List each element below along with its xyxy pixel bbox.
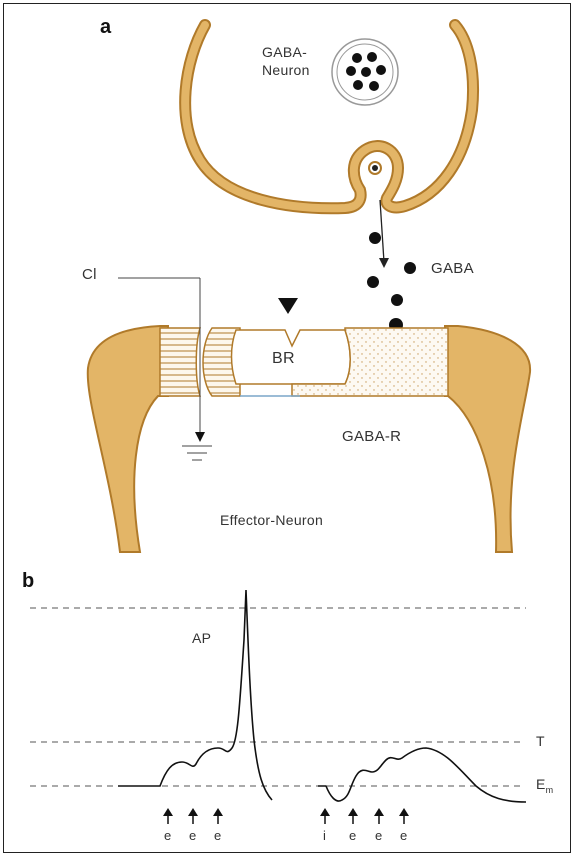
stimulus-arrows-right bbox=[320, 808, 409, 824]
stimulus-label: i bbox=[323, 828, 326, 843]
stimulus-label: e bbox=[400, 828, 408, 843]
synaptic-vesicle bbox=[332, 39, 398, 105]
threshold-label: T bbox=[536, 733, 545, 749]
stimulus-label: e bbox=[189, 828, 197, 843]
trace-excitatory bbox=[118, 590, 272, 800]
panel-b-label: b bbox=[22, 570, 34, 593]
stimulus-label: e bbox=[214, 828, 222, 843]
panel-a-label: a bbox=[100, 16, 111, 39]
gaba-neuron-label-line2: Neuron bbox=[262, 62, 310, 78]
gaba-molecules bbox=[367, 232, 416, 332]
stimulus-label: e bbox=[164, 828, 172, 843]
br-label: BR bbox=[272, 350, 295, 368]
gaba-neuron-label-line1: GABA- bbox=[262, 44, 307, 60]
resting-potential-label: Em bbox=[536, 776, 553, 795]
gaba-receptor-label: GABA-R bbox=[342, 428, 401, 445]
gaba-label: GABA bbox=[431, 260, 474, 277]
gaba-neuron bbox=[185, 25, 473, 208]
stimulus-arrows-left bbox=[163, 808, 223, 824]
stimulus-label: e bbox=[375, 828, 383, 843]
resting-potential-symbol: E bbox=[536, 776, 546, 792]
ground-icon bbox=[182, 446, 212, 460]
resting-potential-subscript: m bbox=[546, 785, 554, 795]
trace-inhibitory bbox=[318, 748, 526, 802]
stimulus-label: e bbox=[349, 828, 357, 843]
effector-neuron-label: Effector-Neuron bbox=[220, 512, 323, 528]
benzodiazepine-ligand-triangle bbox=[278, 298, 298, 314]
ap-label: AP bbox=[192, 630, 211, 646]
chloride-label: Cl bbox=[82, 266, 97, 283]
level-lines bbox=[30, 608, 526, 786]
